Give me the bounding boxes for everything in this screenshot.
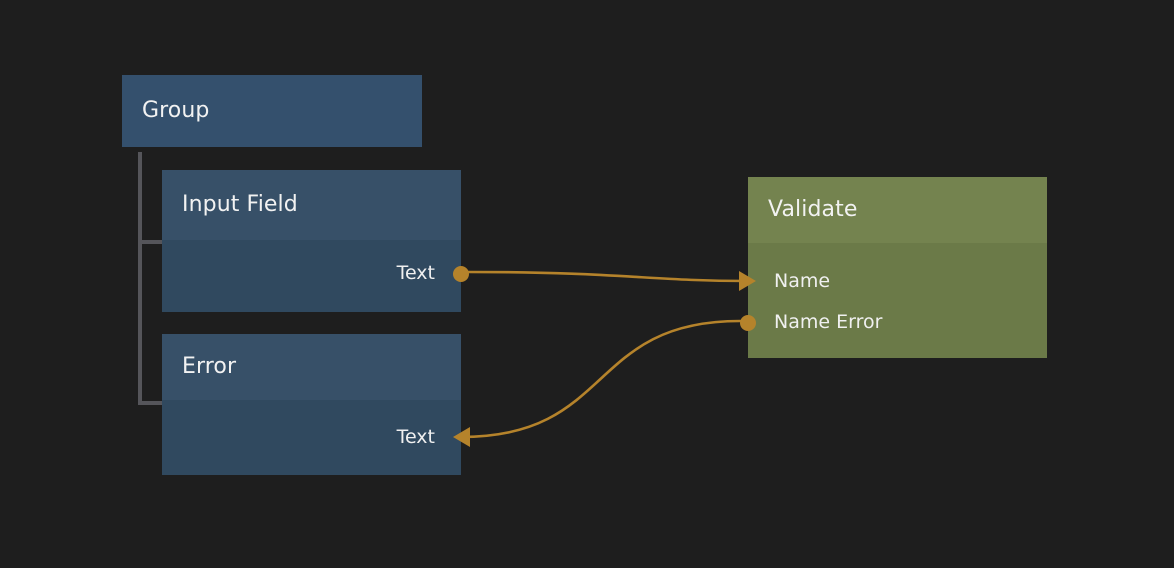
port-arrow-icon[interactable]: [739, 271, 756, 291]
input-field-body: Text: [162, 240, 469, 312]
output-port-name-error[interactable]: Name Error: [740, 313, 882, 332]
validate-title: Validate: [768, 197, 858, 222]
input-port-text[interactable]: Text: [397, 427, 470, 447]
node-group[interactable]: Group: [122, 75, 422, 147]
error-body: Text: [162, 400, 470, 475]
output-port-text[interactable]: Text: [397, 264, 469, 283]
input-port-text-label: Text: [396, 425, 435, 448]
output-port-name-error-label: Name Error: [774, 311, 883, 333]
validate-header[interactable]: Validate: [748, 177, 1047, 243]
input-port-name-label: Name: [774, 269, 831, 292]
node-error[interactable]: Error Text: [162, 334, 470, 475]
validate-body: Name Name Error: [739, 243, 1047, 358]
input-port-name[interactable]: Name: [739, 271, 830, 291]
input-field-header[interactable]: Input Field: [162, 170, 461, 240]
port-circle-icon[interactable]: [740, 314, 756, 331]
port-circle-icon[interactable]: [453, 265, 469, 282]
output-port-text-label: Text: [396, 262, 435, 284]
group-title: Group: [142, 98, 210, 123]
node-validate[interactable]: Validate Name Name Error: [739, 177, 1047, 358]
input-field-title: Input Field: [182, 192, 298, 217]
group-header[interactable]: Group: [122, 75, 422, 147]
node-input-field[interactable]: Input Field Text: [162, 170, 469, 312]
error-title: Error: [182, 354, 237, 379]
port-arrow-icon[interactable]: [453, 427, 470, 447]
error-header[interactable]: Error: [162, 334, 461, 400]
